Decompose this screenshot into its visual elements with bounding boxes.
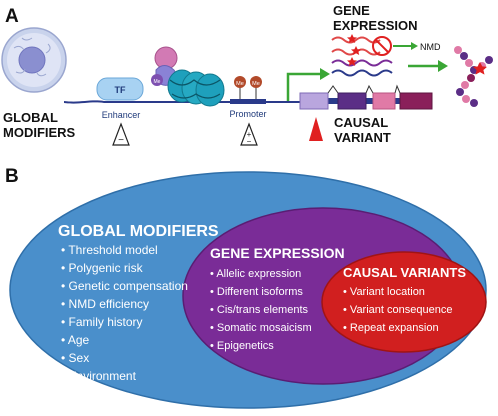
global-modifiers-label-line2: MODIFIERS [3, 125, 76, 140]
gene-expression-label-line2: EXPRESSION [333, 18, 418, 33]
panel-b-label: B [5, 166, 19, 187]
cell-icon [1, 27, 67, 93]
nucleosome-icon: Me [151, 46, 225, 107]
list-item: • Epigenetics [210, 340, 274, 352]
list-item: • Sex [61, 351, 89, 365]
methylation-marks: Me Me [234, 76, 262, 100]
mrna-transcripts [331, 36, 393, 77]
list-item: • Genetic compensation [61, 279, 188, 293]
causal-variant-label-line2: VARIANT [334, 130, 391, 145]
nmd-block-icon [372, 36, 392, 56]
variant-stars [346, 34, 361, 66]
list-item: • Threshold model [61, 243, 158, 257]
protein-chain-icon [454, 46, 493, 107]
list-item: • Family history [61, 315, 143, 329]
tf-label: TF [115, 85, 126, 95]
causal-variants-ellipse [321, 251, 487, 353]
tf-protein [96, 77, 144, 101]
causal-variant-label-line1: CAUSAL [334, 115, 388, 130]
list-item: • Different isoforms [210, 286, 303, 298]
promoter-label: Promoter [229, 109, 266, 119]
causal-variant-marker [309, 117, 323, 141]
global-modifiers-title: GLOBAL MODIFIERS [58, 223, 219, 240]
panel-a-label: A [5, 6, 19, 27]
transcription-start-arrow [286, 72, 322, 101]
causal-variants-title: CAUSAL VARIANTS [343, 265, 466, 280]
svg-text:Me: Me [252, 81, 260, 87]
list-item: • Polygenic risk [61, 261, 144, 275]
list-item: • Repeat expansion [343, 322, 439, 334]
list-item: • Age [61, 333, 90, 347]
gene-expression-list: • Allelic expression • Different isoform… [210, 268, 312, 352]
svg-text:Me: Me [236, 81, 244, 87]
nmd-label: NMD [420, 42, 441, 52]
list-item: • Variant location [343, 286, 425, 298]
global-modifiers-label-line1: GLOBAL [3, 110, 58, 125]
list-item: • Variant consequence [343, 304, 452, 316]
translation-arrow [408, 60, 448, 72]
list-item: • Somatic mosaicism [210, 322, 312, 334]
promoter-region [230, 99, 266, 104]
svg-text:+: + [247, 130, 252, 139]
svg-text:−: − [247, 137, 252, 146]
promoter-plus-minus-marker: + − [240, 122, 258, 146]
gene-structure [299, 84, 433, 110]
list-item: • Allelic expression [210, 268, 301, 280]
causal-variants-list: • Variant location • Variant consequence… [343, 286, 452, 334]
list-item: • Cis/trans elements [210, 304, 309, 316]
nmd-arrow [393, 42, 418, 50]
enhancer-label: Enhancer [102, 110, 141, 120]
enhancer-minus-marker: − [112, 122, 130, 146]
gene-expression-title: GENE EXPRESSION [210, 245, 345, 261]
gene-expression-label-line1: GENE [333, 3, 370, 18]
list-item: • Environment [61, 369, 137, 383]
list-item: • NMD efficiency [61, 297, 149, 311]
svg-text:−: − [118, 135, 124, 146]
global-modifiers-list: • Threshold model • Polygenic risk • Gen… [61, 243, 188, 383]
svg-text:Me: Me [154, 79, 161, 85]
